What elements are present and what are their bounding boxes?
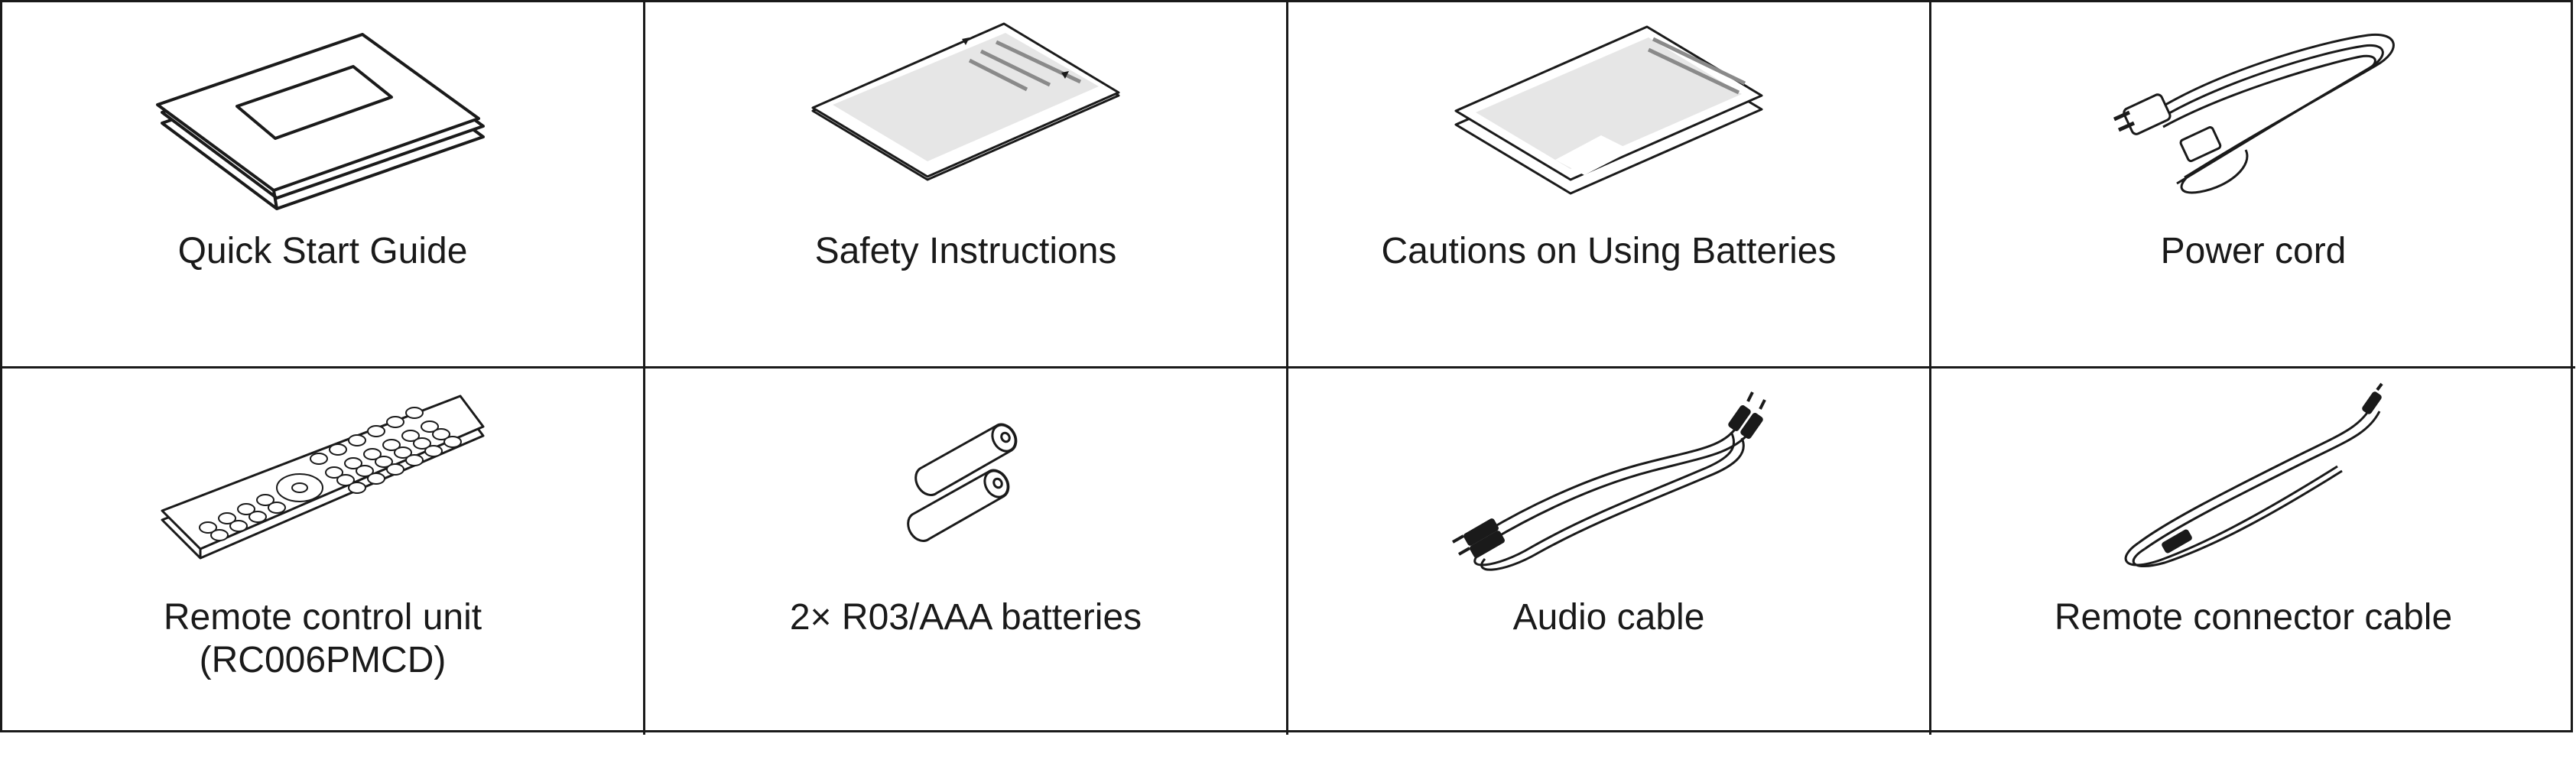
power-cord-icon [2113, 33, 2395, 193]
accessory-cell-audio-cable: Audio cable [1288, 369, 1931, 735]
accessory-model-number: (RC006PMCD) [199, 640, 447, 680]
remote-connector-cable-icon [2124, 382, 2383, 567]
safety-instructions-icon [811, 22, 1120, 180]
accessory-cell-power-cord: Power cord [1931, 2, 2575, 369]
accessory-cell-remote-control: Remote control unit (RC006PMCD) [2, 369, 645, 735]
accessory-label: Audio cable [1512, 597, 1705, 638]
quick-start-guide-icon [156, 32, 485, 210]
audio-cable-icon [1452, 391, 1766, 571]
accessory-label: Remote connector cable [2054, 597, 2453, 638]
accessory-label: Quick Start Guide [177, 231, 468, 271]
accessory-cell-safety-instructions: Safety Instructions [645, 2, 1288, 369]
accessory-cell-battery-cautions: Cautions on Using Batteries [1288, 2, 1931, 369]
accessory-label: Cautions on Using Batteries [1381, 231, 1837, 271]
accessory-cell-remote-connector-cable: Remote connector cable [1931, 369, 2575, 735]
batteries-icon [907, 423, 1018, 542]
accessory-cell-quick-start-guide: Quick Start Guide [2, 2, 645, 369]
accessories-table: Quick Start Guide Safe [0, 0, 2575, 735]
accessory-label: Safety Instructions [814, 231, 1117, 271]
accessory-label: Remote control unit [163, 597, 482, 638]
accessory-label: Power cord [2160, 231, 2347, 271]
battery-cautions-icon [1454, 25, 1763, 194]
accessory-cell-batteries: 2× R03/AAA batteries [645, 369, 1288, 735]
accessory-label: 2× R03/AAA batteries [789, 597, 1142, 638]
remote-control-icon [161, 394, 485, 559]
